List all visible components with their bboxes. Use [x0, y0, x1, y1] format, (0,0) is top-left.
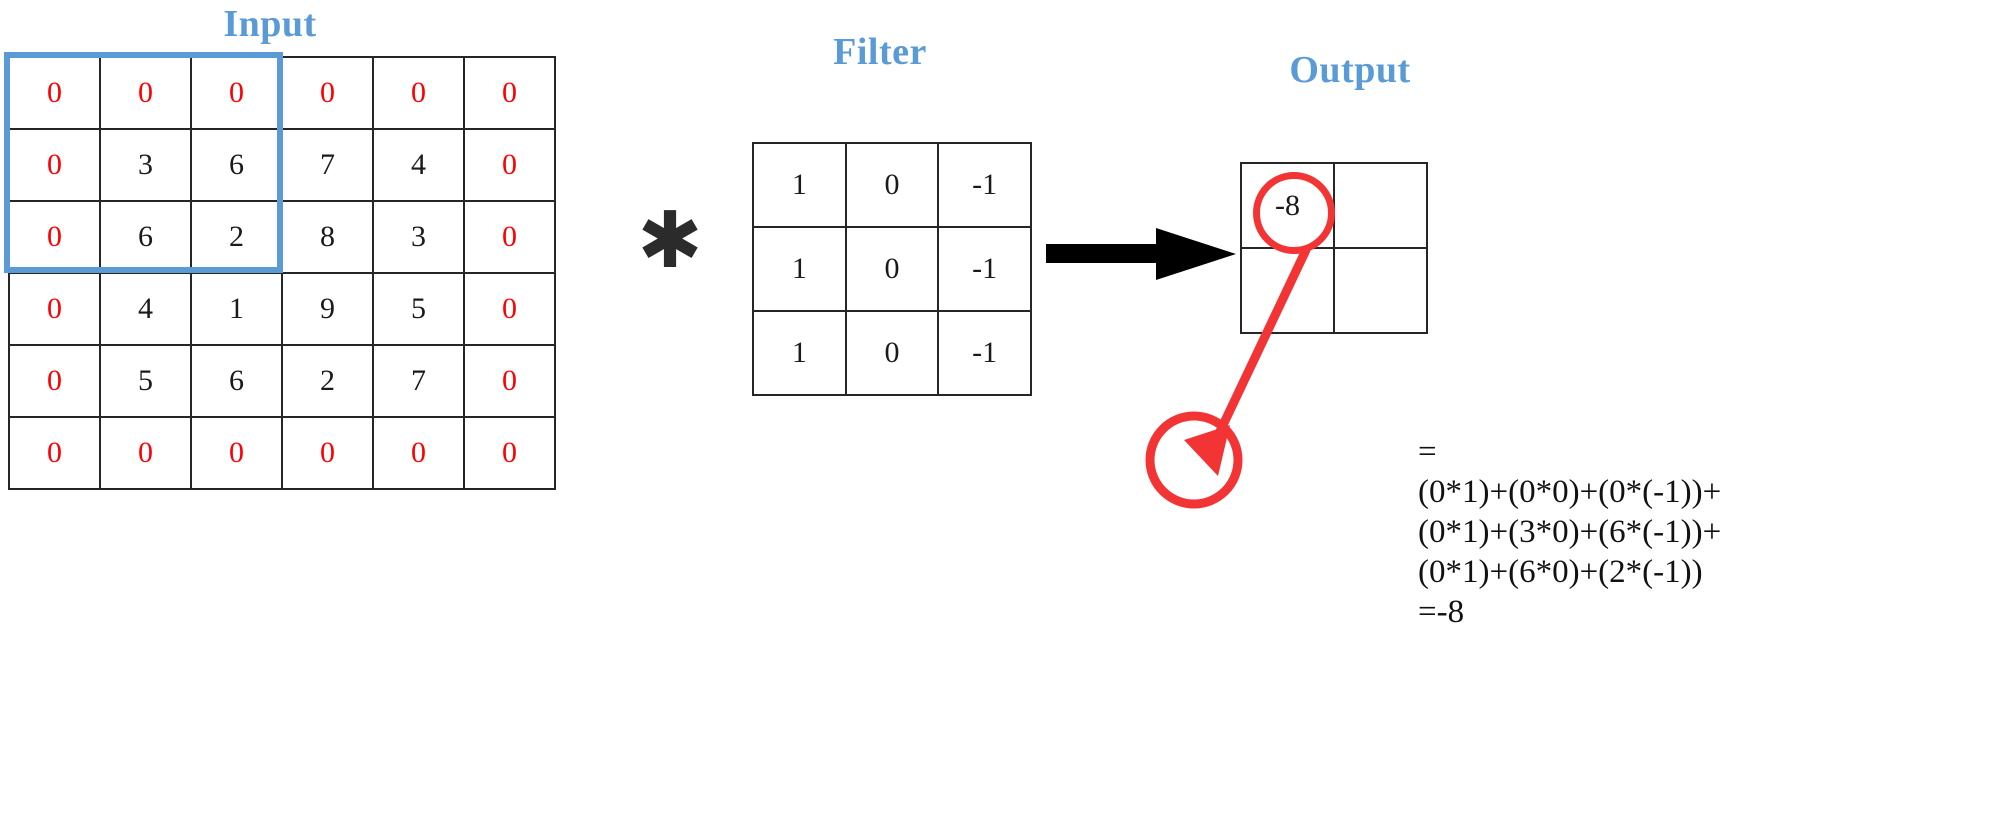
input-cell: 0 — [465, 346, 556, 418]
input-cell: 1 — [192, 274, 283, 346]
input-cell: 0 — [283, 58, 374, 130]
filter-title: Filter — [833, 31, 927, 73]
filter-matrix: 1 0 -1 1 0 -1 1 0 -1 — [752, 142, 1032, 396]
input-matrix: 0 0 0 0 0 0 0 3 6 7 4 0 0 6 2 8 3 0 0 4 … — [8, 56, 556, 490]
input-cell: 5 — [374, 274, 465, 346]
input-cell: 0 — [465, 418, 556, 490]
input-cell: 0 — [374, 418, 465, 490]
output-cell — [1335, 249, 1428, 334]
input-cell: 8 — [283, 202, 374, 274]
output-title: Output — [1289, 49, 1411, 91]
input-cell: 7 — [283, 130, 374, 202]
input-cell: 0 — [192, 418, 283, 490]
input-cell: 0 — [374, 58, 465, 130]
output-cell: -8 — [1242, 164, 1335, 249]
convolution-asterisk-icon: ✱ — [637, 196, 703, 286]
input-cell: 0 — [465, 58, 556, 130]
input-cell: 7 — [374, 346, 465, 418]
input-cell: 6 — [192, 346, 283, 418]
input-cell: 0 — [101, 418, 192, 490]
equation-line: = — [1418, 434, 1437, 470]
filter-cell: -1 — [939, 144, 1032, 228]
input-cell: 0 — [10, 58, 101, 130]
equation-line: (0*1)+(0*0)+(0*(-1))+ — [1418, 474, 1722, 510]
filter-cell: 0 — [846, 228, 940, 312]
output-cell — [1242, 249, 1335, 334]
filter-cell: -1 — [939, 312, 1032, 396]
input-cell: 0 — [10, 130, 101, 202]
filter-cell: 1 — [754, 144, 847, 228]
filter-cell: 1 — [754, 228, 847, 312]
flow-arrow-icon — [1046, 228, 1236, 280]
input-cell: 0 — [10, 202, 101, 274]
input-cell: 0 — [10, 346, 101, 418]
input-cell: 0 — [465, 274, 556, 346]
input-cell: 9 — [283, 274, 374, 346]
input-cell: 2 — [283, 346, 374, 418]
input-cell: 2 — [192, 202, 283, 274]
equation-line: (0*1)+(3*0)+(6*(-1))+ — [1418, 514, 1722, 550]
output-matrix: -8 — [1240, 162, 1428, 334]
input-cell: 5 — [101, 346, 192, 418]
input-cell: 0 — [465, 130, 556, 202]
input-cell: 0 — [10, 418, 101, 490]
input-title: Input — [223, 3, 317, 45]
filter-cell: -1 — [939, 228, 1032, 312]
filter-cell: 0 — [846, 312, 940, 396]
input-cell: 0 — [283, 418, 374, 490]
equation-line: =-8 — [1418, 594, 1465, 630]
output-cell — [1335, 164, 1428, 249]
input-cell: 0 — [192, 58, 283, 130]
input-cell: 4 — [374, 130, 465, 202]
equation-line: (0*1)+(6*0)+(2*(-1)) — [1418, 554, 1703, 590]
input-cell: 4 — [101, 274, 192, 346]
input-cell: 0 — [465, 202, 556, 274]
filter-cell: 0 — [846, 144, 940, 228]
input-cell: 3 — [374, 202, 465, 274]
input-cell: 3 — [101, 130, 192, 202]
input-cell: 0 — [101, 58, 192, 130]
computation-equation: = (0*1)+(0*0)+(0*(-1))+ (0*1)+(3*0)+(6*(… — [1418, 432, 1978, 632]
filter-cell: 1 — [754, 312, 847, 396]
input-cell: 6 — [101, 202, 192, 274]
input-cell: 0 — [10, 274, 101, 346]
input-cell: 6 — [192, 130, 283, 202]
